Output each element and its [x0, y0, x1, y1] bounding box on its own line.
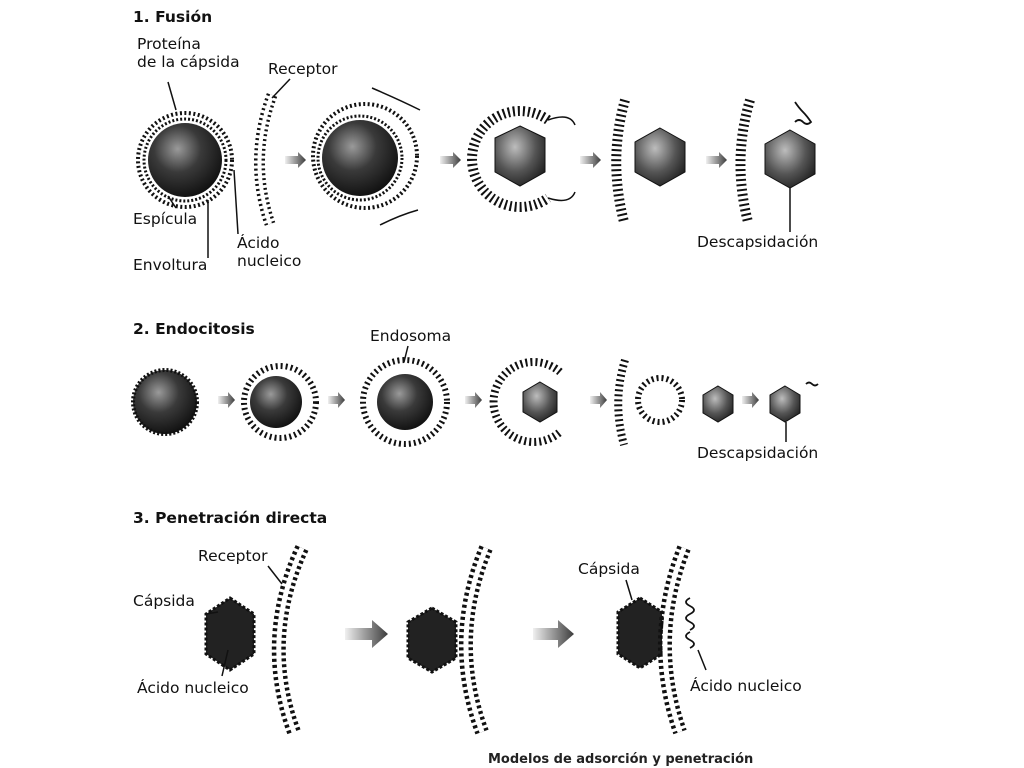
capsid-label: Cápsida — [133, 592, 195, 610]
envelope-label: Envoltura — [133, 256, 208, 274]
step-arrow — [285, 152, 306, 168]
capsid — [204, 596, 256, 672]
step-arrow — [742, 392, 759, 408]
endocytosis-section — [131, 345, 819, 447]
step-arrow — [533, 620, 574, 648]
nucleic-acid — [685, 597, 695, 649]
figure-caption: Modelos de adsorción y penetración — [488, 752, 754, 767]
direct-penetration-title: 3. Penetración directa — [133, 509, 328, 527]
direct-penetration-section — [204, 545, 707, 735]
capsid — [634, 127, 686, 187]
step-arrow — [328, 392, 345, 408]
fusion-title: 1. Fusión — [133, 8, 213, 26]
enveloped-virus — [136, 111, 234, 209]
capsid — [702, 385, 734, 423]
fusing-virus — [311, 87, 421, 226]
capsid-label: Cápsida — [578, 560, 640, 578]
step-arrow — [440, 152, 461, 168]
capsid — [616, 596, 664, 670]
step-arrow — [580, 152, 601, 168]
endosome-label: Endosoma — [370, 327, 452, 345]
cell-membrane — [735, 98, 755, 224]
step-arrow — [706, 152, 727, 168]
step-arrow — [218, 392, 235, 408]
receptor-label: Receptor — [198, 547, 268, 565]
nucleic-acid — [794, 101, 813, 125]
step-arrow — [465, 392, 482, 408]
nucleic-acid-label: Ácido nucleico — [137, 679, 249, 697]
spicule-label: Espícula — [133, 210, 198, 228]
capsid — [769, 385, 801, 423]
capsid — [406, 606, 458, 674]
capsid-protein-label: Proteína de la cápsida — [137, 35, 240, 71]
open-envelope — [467, 106, 576, 212]
nucleic-acid-label: Ácido nucleico — [237, 234, 302, 270]
capsid — [764, 129, 816, 189]
endocytosis-title: 2. Endocitosis — [133, 320, 255, 338]
step-arrow — [345, 620, 388, 648]
capsid-protein-label-line1: Proteína de la cápsida — [137, 35, 240, 71]
nucleic-acid-label: Ácido nucleico — [690, 677, 802, 695]
fusion-section — [136, 78, 816, 258]
endosome — [635, 375, 685, 425]
cell-membrane — [611, 98, 630, 224]
uncoating-label: Descapsidación — [697, 444, 819, 462]
uncoating-label: Descapsidación — [697, 233, 819, 251]
step-arrow — [590, 392, 607, 408]
receptor-label: Receptor — [268, 60, 338, 78]
